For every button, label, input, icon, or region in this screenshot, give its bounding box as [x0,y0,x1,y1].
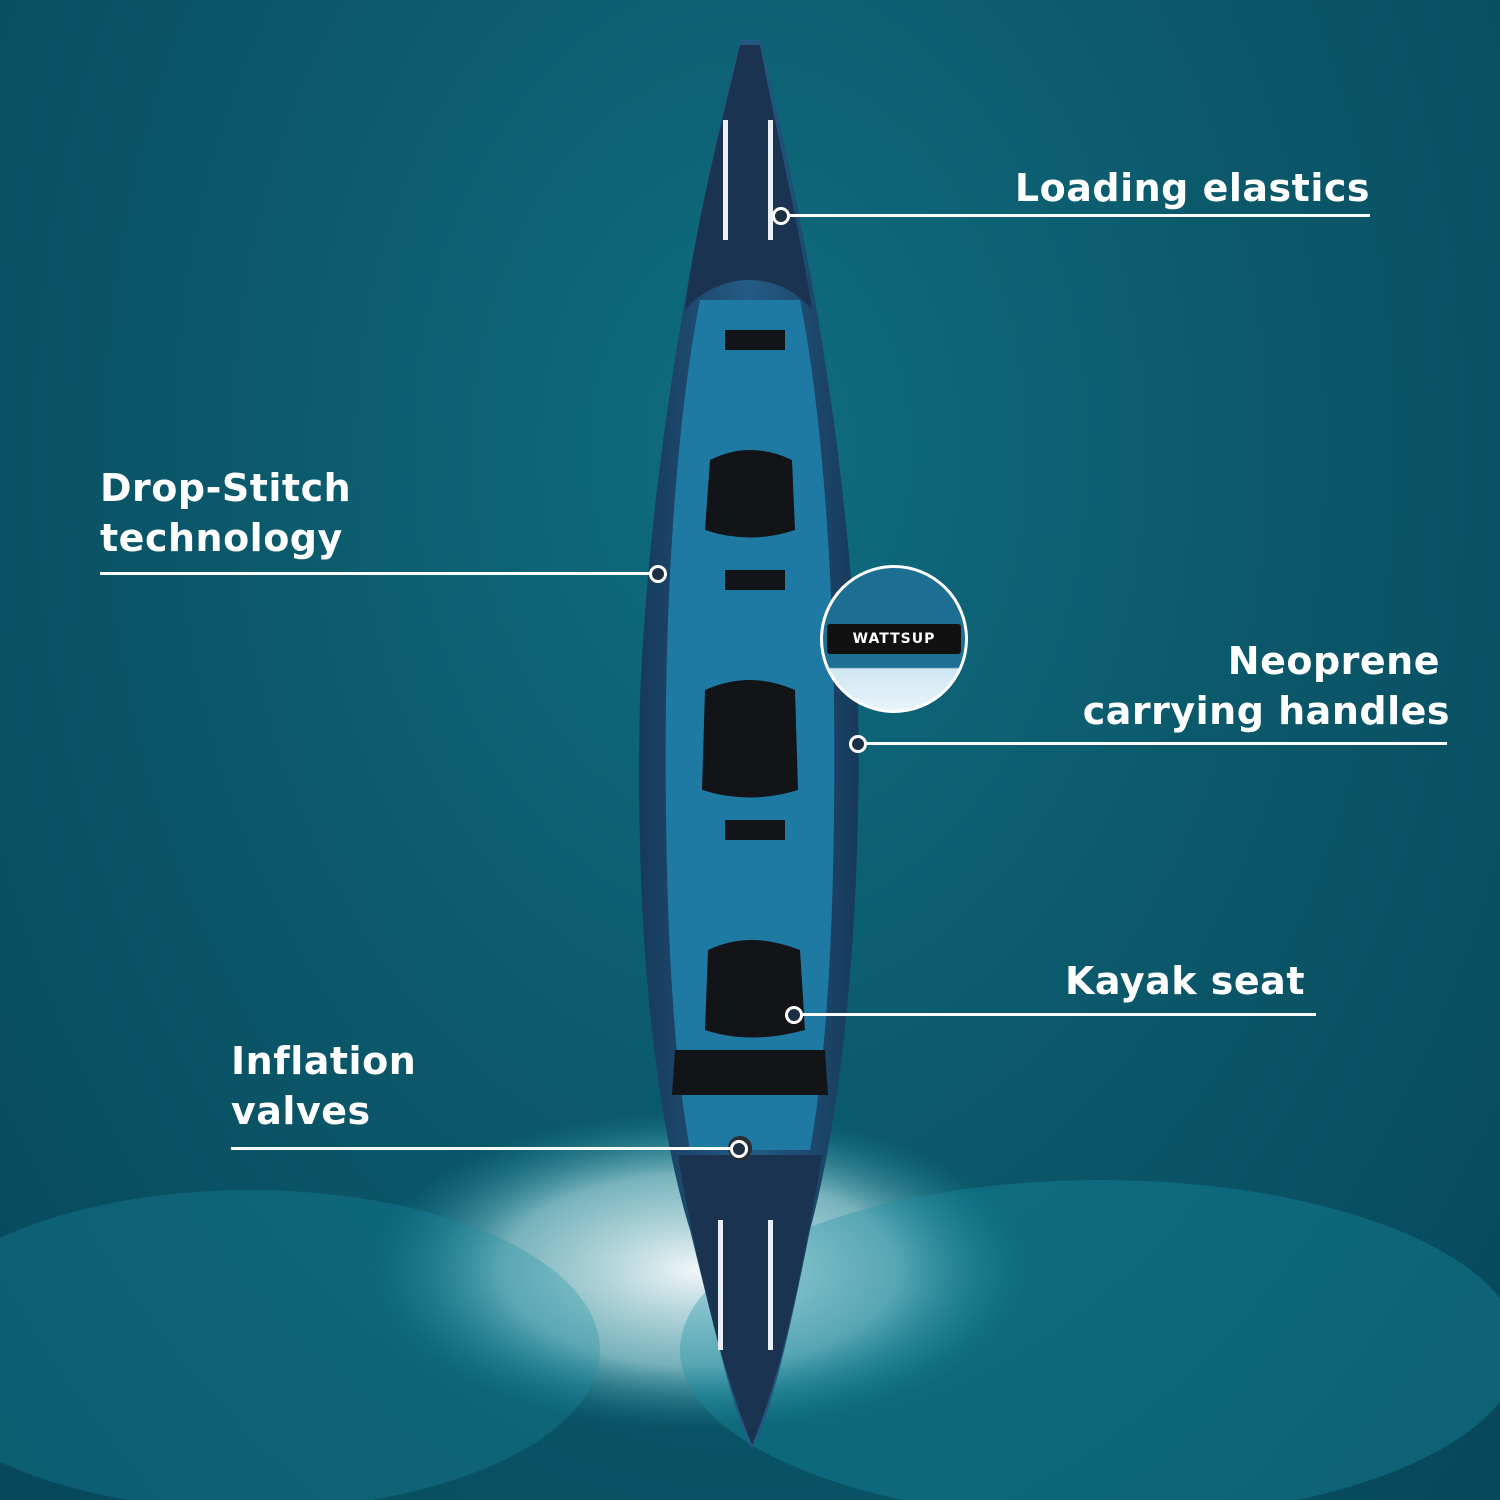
kayak-seats [672,330,828,1095]
callout-text: Drop-Stitch [100,466,352,510]
callout-kayak-seat: Kayak seat [1000,956,1305,1006]
callout-dot [730,1140,748,1158]
callout-text: Neoprene [1227,639,1440,683]
loading-elastics [718,120,773,1350]
callout-text: Kayak seat [1064,959,1305,1003]
callout-text: Loading elastics [1014,166,1370,210]
callout-drop-stitch: Drop-Stitch technology [100,463,351,563]
callout-dot [849,735,867,753]
callout-text: Inflation [231,1039,417,1083]
handle-detail-inset: WATTSUP [820,565,968,713]
callout-loading-elastics: Loading elastics [900,163,1370,213]
callout-dot [785,1006,803,1024]
callout-text: technology [100,516,343,560]
callout-neoprene-handles: Neoprene carrying handles [1000,636,1450,736]
leader-line [231,1147,738,1150]
callout-dot [649,565,667,583]
stern-cover [678,1155,822,1445]
callout-inflation-valves: Inflation valves [231,1036,416,1136]
bow-cover [685,45,812,310]
wattsup-handle-logo: WATTSUP [827,624,961,654]
callout-text: valves [231,1089,371,1133]
callout-dot [772,207,790,225]
leader-line [100,572,657,575]
callout-text: carrying handles [1082,689,1450,733]
leader-line [793,1013,1316,1016]
leader-line [780,214,1370,217]
leader-line [857,742,1447,745]
